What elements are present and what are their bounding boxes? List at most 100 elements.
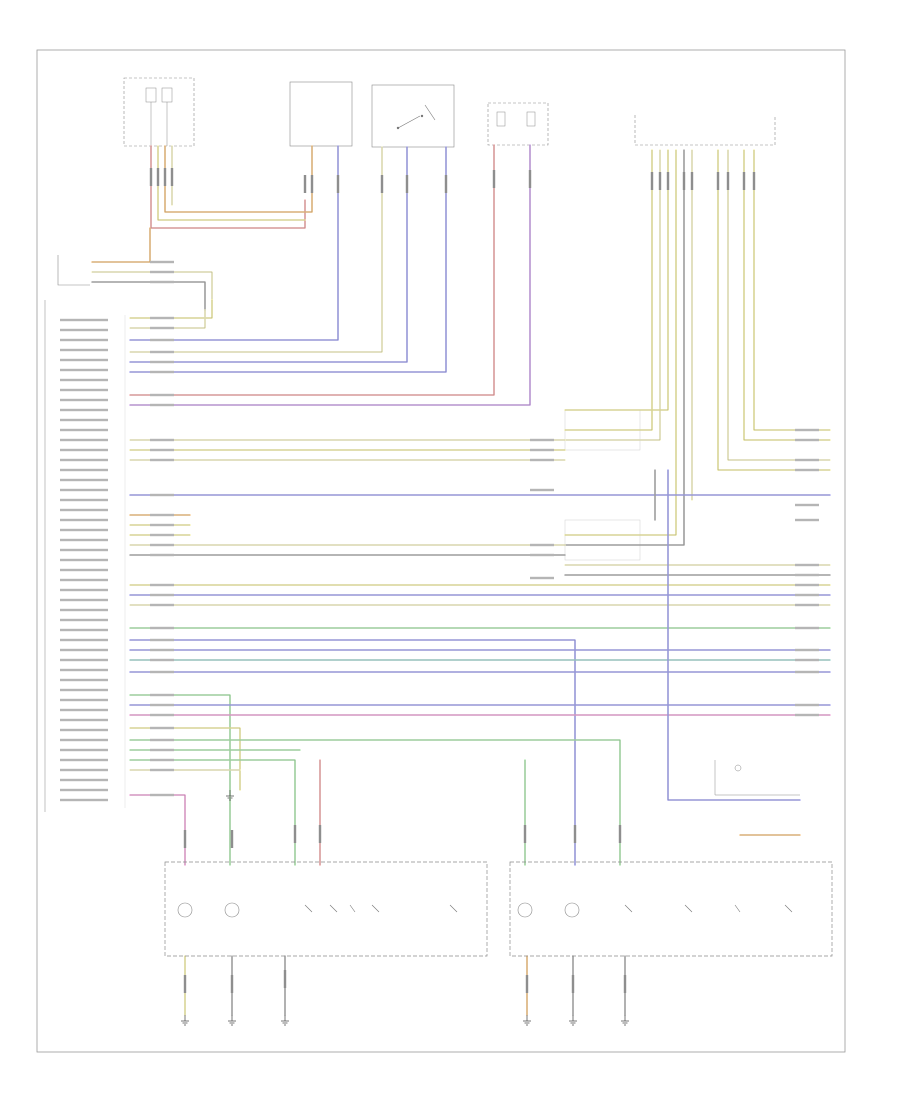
wire-outline-49 (130, 739, 621, 865)
wire-51 (129, 759, 296, 866)
label-mark (571, 975, 575, 993)
wire-14 (129, 299, 213, 319)
relay-box-mid (564, 519, 641, 561)
label-mark (795, 670, 819, 674)
right-lamp-bulb-1 (517, 902, 533, 918)
label-mark (60, 588, 108, 592)
right-lamp-bulb-2 (564, 902, 580, 918)
label-mark (60, 578, 108, 582)
label-mark (150, 648, 174, 652)
label-mark (60, 368, 108, 372)
wire-outline-48 (130, 727, 241, 790)
wire-outline-45 (130, 694, 231, 865)
label-mark (149, 168, 153, 186)
label-mark (183, 975, 187, 993)
label-mark (530, 576, 554, 580)
label-mark (150, 448, 174, 452)
wire-outline-19 (565, 150, 677, 536)
label-mark (60, 358, 108, 362)
wire-3 (164, 145, 313, 213)
wire-outline-2 (157, 146, 305, 221)
wire-11 (91, 227, 151, 263)
label-mark (150, 270, 174, 274)
wire-2 (157, 145, 306, 221)
label-mark (60, 788, 108, 792)
wire-12 (91, 271, 213, 301)
label-mark (530, 438, 554, 442)
label-mark (318, 825, 322, 843)
label-mark (150, 658, 174, 662)
ground-icon (621, 1015, 629, 1026)
label-mark (150, 793, 174, 797)
wire-outline-51 (130, 759, 296, 865)
label-mark (150, 403, 174, 407)
label-mark (60, 338, 108, 342)
wire-25 (753, 149, 831, 431)
label-mark (795, 626, 819, 630)
top-right-fuse-box (487, 102, 549, 146)
label-mark (690, 172, 694, 190)
wire-outline-18 (565, 150, 669, 411)
wire-24 (743, 149, 831, 441)
label-mark (795, 438, 819, 442)
label-mark (150, 543, 174, 547)
label-mark (795, 648, 819, 652)
label-mark (60, 508, 108, 512)
label-mark (60, 628, 108, 632)
ground-icon (569, 1015, 577, 1026)
label-mark (405, 175, 409, 193)
left-lamp-bulb-2 (224, 902, 240, 918)
ground-icon (281, 1015, 289, 1026)
label-mark (60, 748, 108, 752)
label-mark (752, 172, 756, 190)
wire-labels (60, 168, 819, 993)
label-mark (60, 658, 108, 662)
label-mark (60, 568, 108, 572)
right-headlamp-assembly (509, 861, 833, 957)
label-mark (60, 708, 108, 712)
label-mark (150, 553, 174, 557)
wire-outline-10 (130, 145, 531, 406)
diagram-frame (36, 49, 846, 1053)
label-mark (60, 468, 108, 472)
wire-outline-8 (130, 147, 447, 373)
wire-17 (564, 149, 661, 441)
label-mark (795, 458, 819, 462)
label-mark (528, 170, 532, 188)
label-mark (60, 598, 108, 602)
right-marker-lamp (714, 760, 800, 796)
wire-outline-41 (130, 639, 576, 865)
ground-icon (228, 1015, 236, 1026)
label-mark (150, 316, 174, 320)
label-mark (310, 175, 314, 193)
wire-20 (564, 149, 685, 546)
label-mark (530, 488, 554, 492)
label-mark (492, 170, 496, 188)
label-mark (170, 168, 174, 186)
label-mark (60, 618, 108, 622)
label-mark (530, 553, 554, 557)
label-mark (60, 478, 108, 482)
label-mark (60, 768, 108, 772)
label-mark (795, 658, 819, 662)
label-mark (230, 975, 234, 993)
label-mark (60, 458, 108, 462)
label-mark (525, 975, 529, 993)
label-mark (60, 558, 108, 562)
wire-outline-24 (743, 150, 830, 441)
label-mark (60, 438, 108, 442)
label-mark (795, 573, 819, 577)
label-mark (150, 670, 174, 674)
label-mark (150, 738, 174, 742)
wire-1 (150, 145, 306, 229)
wire-22 (717, 149, 831, 471)
wire-6 (129, 146, 383, 353)
label-mark (60, 348, 108, 352)
wire-8 (129, 146, 447, 373)
label-mark (336, 175, 340, 193)
label-mark (60, 408, 108, 412)
label-mark (230, 830, 234, 848)
label-mark (60, 608, 108, 612)
